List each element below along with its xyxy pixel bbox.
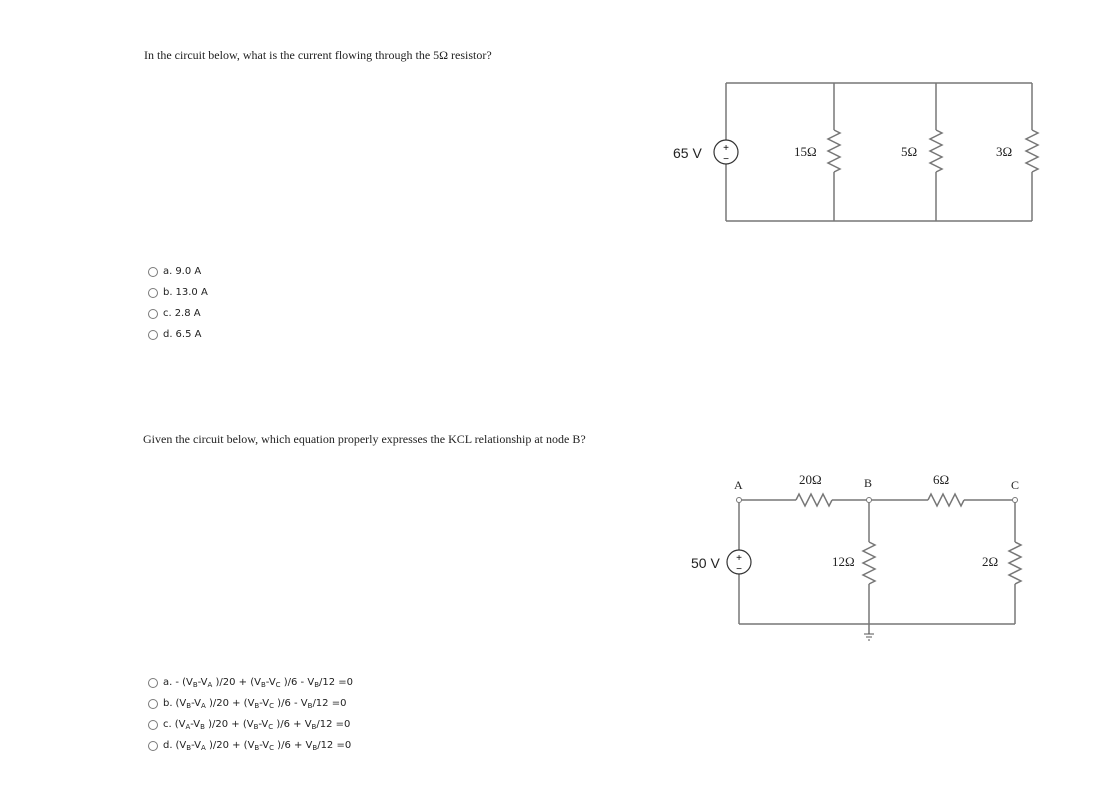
voltage-source-2 (726, 549, 752, 575)
node-c-label: C (1011, 478, 1019, 492)
question-1-text: In the circuit below, what is the curren… (144, 48, 492, 62)
equation: (VA-VB )/20 + (VB-VC )/6 + VB/12 =0 (174, 718, 351, 731)
resistor-3-label: 3Ω (996, 144, 1012, 159)
circuit-diagram-1: + − 65 V 15Ω 5Ω 3Ω (673, 82, 1040, 222)
radio-button[interactable] (148, 740, 158, 751)
question-1-options: a. 9.0 A b. 13.0 A c. 2.8 A d. 6.5 A (148, 261, 208, 345)
resistor-12-label: 12Ω (832, 554, 855, 569)
node-b-terminal (866, 497, 872, 503)
resistor-20-label: 20Ω (799, 472, 822, 487)
question-2-options: a. - (VB-VA )/20 + (VB-VC )/6 - VB/12 =0… (148, 672, 353, 756)
q1-option-c[interactable]: c. 2.8 A (148, 303, 208, 324)
radio-button[interactable] (148, 677, 158, 688)
radio-button[interactable] (148, 698, 158, 709)
q1-option-d[interactable]: d. 6.5 A (148, 324, 208, 345)
equation: (VB-VA )/20 + (VB-VC )/6 - VB/12 =0 (175, 697, 347, 710)
radio-button[interactable] (148, 308, 158, 319)
svg-text:+: + (736, 553, 742, 564)
q2-option-a[interactable]: a. - (VB-VA )/20 + (VB-VC )/6 - VB/12 =0 (148, 672, 353, 693)
q1-option-b[interactable]: b. 13.0 A (148, 282, 208, 303)
svg-text:−: − (723, 154, 729, 165)
q1-option-a[interactable]: a. 9.0 A (148, 261, 208, 282)
resistor-2-label: 2Ω (982, 554, 998, 569)
equation: (VB-VA )/20 + (VB-VC )/6 + VB/12 =0 (175, 739, 352, 752)
svg-text:+: + (723, 143, 729, 154)
radio-button[interactable] (148, 329, 158, 340)
radio-button[interactable] (148, 719, 158, 730)
radio-button[interactable] (148, 287, 158, 298)
q2-option-d[interactable]: d. (VB-VA )/20 + (VB-VC )/6 + VB/12 =0 (148, 735, 353, 756)
radio-button[interactable] (148, 266, 158, 277)
circuit-diagram-2: + − 50 V A B C 20Ω 6Ω 12Ω 2Ω (691, 472, 1023, 641)
node-a-label: A (734, 478, 743, 492)
q2-option-c[interactable]: c. (VA-VB )/20 + (VB-VC )/6 + VB/12 =0 (148, 714, 353, 735)
node-c-terminal (1012, 497, 1018, 503)
node-a-terminal (736, 497, 742, 503)
resistor-5-label: 5Ω (901, 144, 917, 159)
resistor-15-label: 15Ω (794, 144, 817, 159)
question-2-text: Given the circuit below, which equation … (143, 432, 586, 446)
svg-text:−: − (736, 564, 742, 575)
source-2-label: 50 V (691, 555, 720, 571)
source-1-label: 65 V (673, 145, 702, 161)
resistor-6-label: 6Ω (933, 472, 949, 487)
ground-symbol (864, 633, 874, 641)
node-b-label: B (864, 476, 872, 490)
q2-option-b[interactable]: b. (VB-VA )/20 + (VB-VC )/6 - VB/12 =0 (148, 693, 353, 714)
voltage-source-1 (713, 139, 739, 165)
equation: - (VB-VA )/20 + (VB-VC )/6 - VB/12 =0 (175, 676, 354, 689)
